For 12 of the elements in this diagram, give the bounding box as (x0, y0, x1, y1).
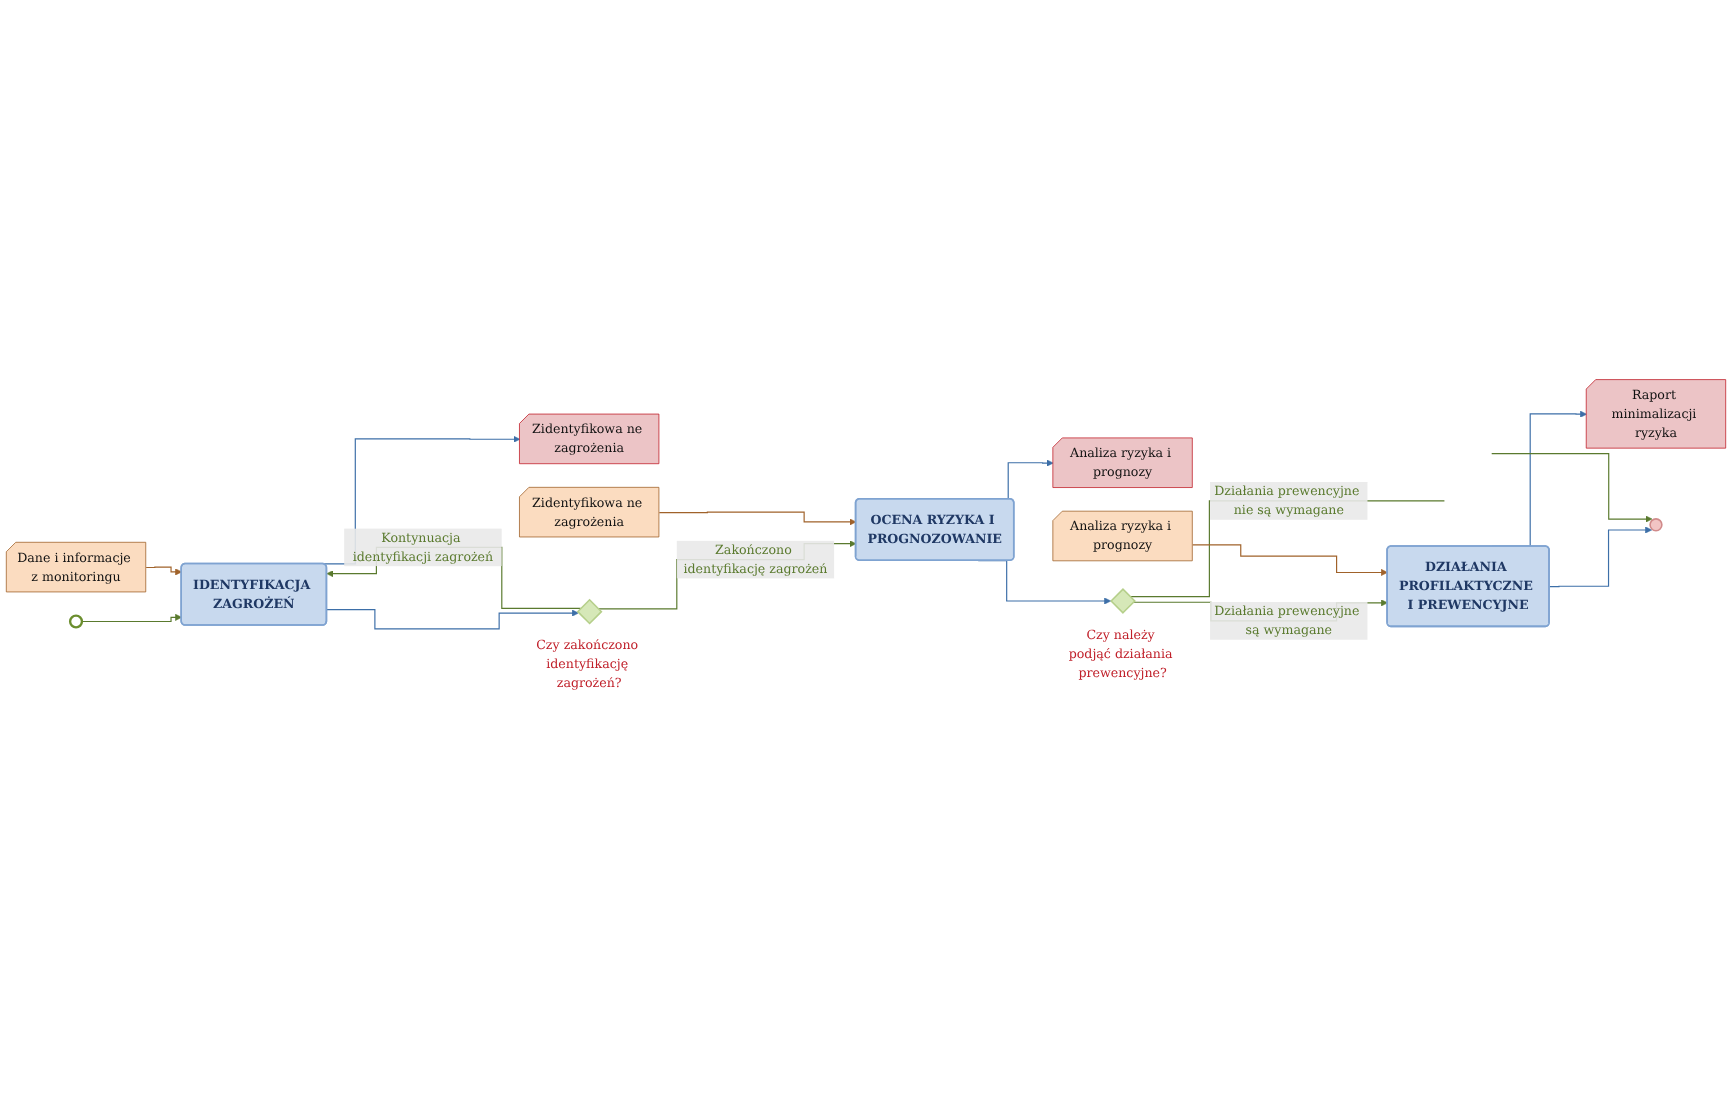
arrow (81, 613, 183, 623)
arrow (658, 511, 857, 526)
arrow (326, 609, 579, 630)
node-circle (68, 614, 84, 629)
arrow (1192, 544, 1388, 576)
arrow (1491, 453, 1653, 523)
node-diamond (1110, 588, 1136, 614)
node-circle (1649, 518, 1663, 532)
arrow (145, 566, 183, 576)
node-diamond (576, 598, 603, 625)
connector (1129, 500, 1445, 598)
arrow (1548, 526, 1652, 588)
